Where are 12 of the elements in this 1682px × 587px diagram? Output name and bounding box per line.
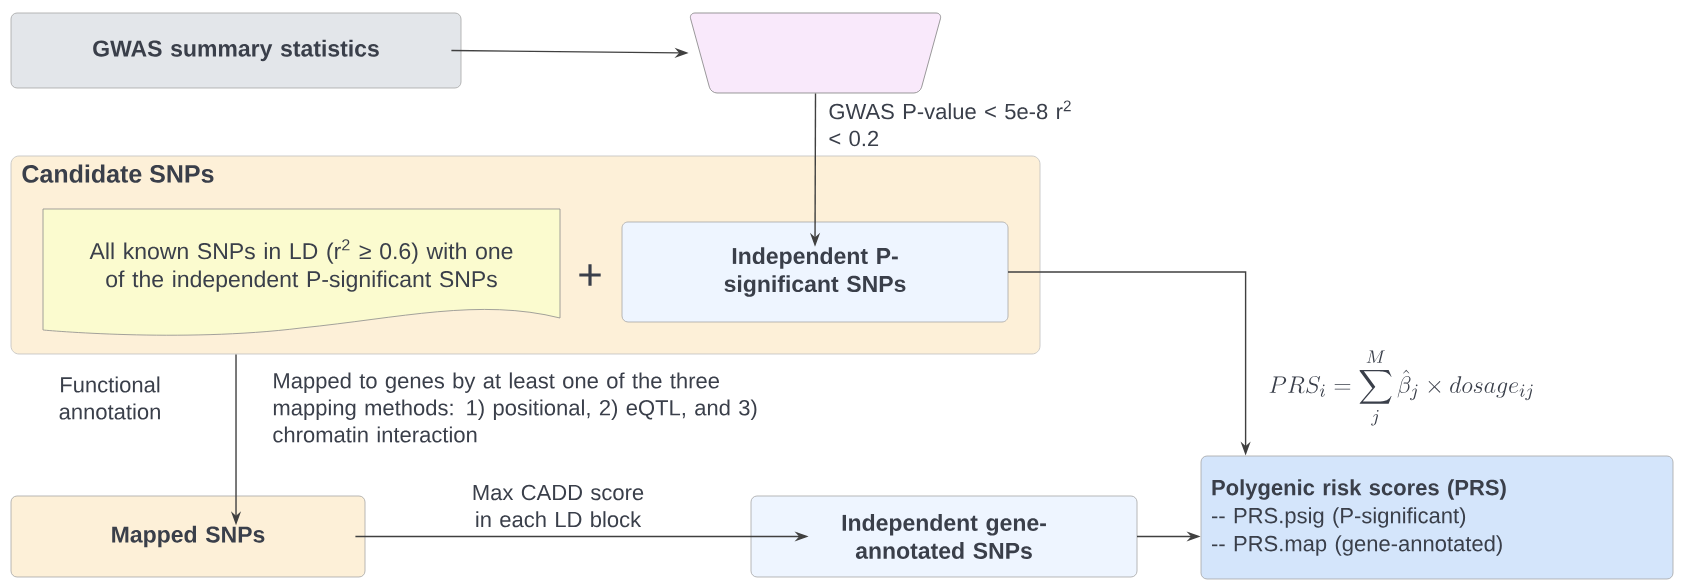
result-box: Polygenic risk scores (PRS) -- PRS.psig (P-significant) -- PRS.map (gene-annotated) <box>1200 455 1674 580</box>
formula: $PRS_i = \sum_{j}^{M} \hat{\beta}_j \times dosage_{ij}$ <box>1269 350 1533 426</box>
edge-label: GWAS P-value < 5e-8 r$^{2}$ < 0.2 <box>829 100 1071 147</box>
edge-label: Functional annotation <box>59 376 160 420</box>
trapezoid-shape <box>690 12 942 94</box>
process-box: Mapped SNPs <box>10 495 366 578</box>
annotation-text: Mapped to genes by at least one of the three mapping methods: 1) positional, 2) eQTL, and 3) chromatin interaction <box>273 372 757 443</box>
process-box: GWAS summary statistics <box>10 12 462 89</box>
edge-label: Max CADD score in each LD block <box>473 484 644 528</box>
process-box: Independent P-significant SNPs <box>621 221 1009 323</box>
plus-sign: + <box>579 264 601 286</box>
process-box: Independent gene-annotated SNPs <box>750 495 1138 578</box>
